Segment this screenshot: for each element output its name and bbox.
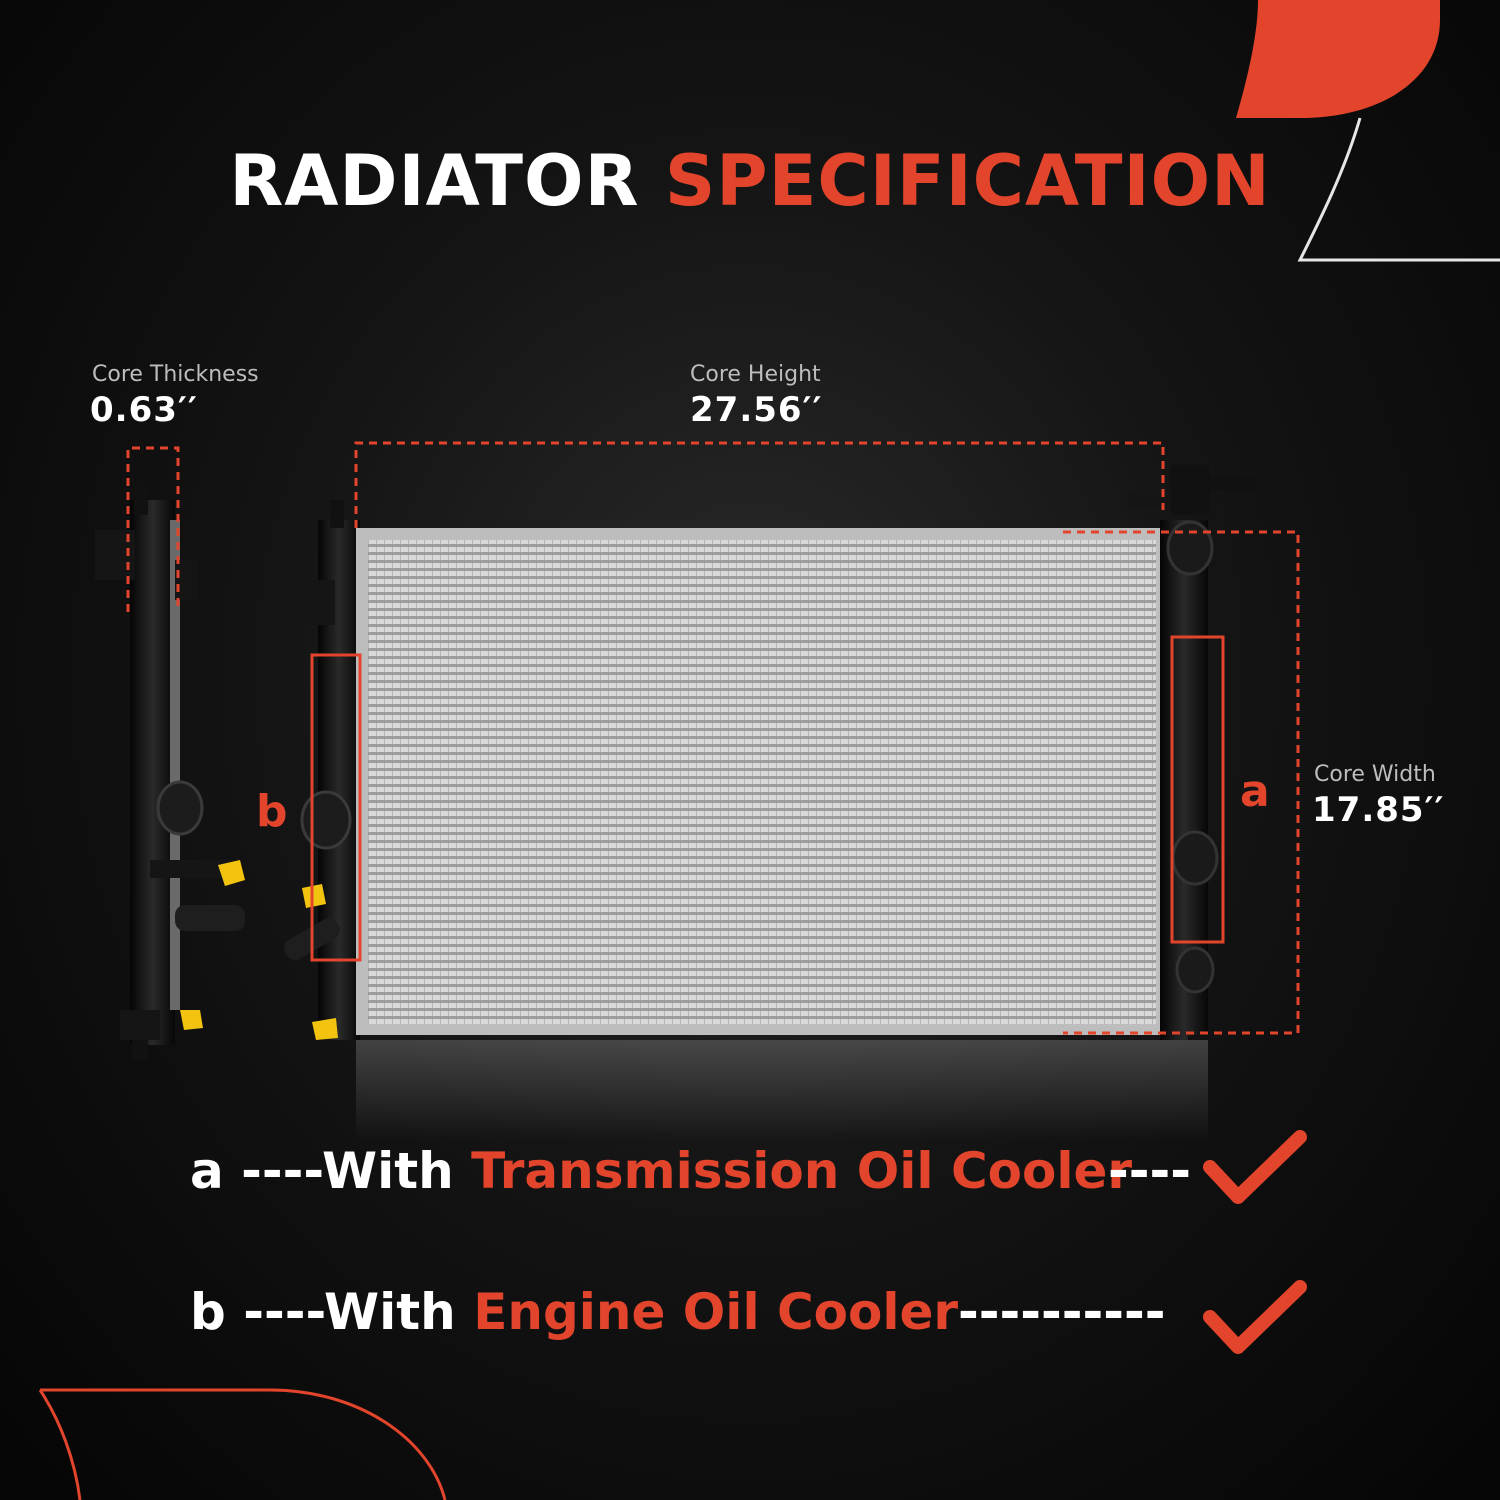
feature-key: b	[190, 1283, 226, 1341]
page-title: RADIATOR SPECIFICATION	[0, 140, 1500, 222]
feature-with: With	[321, 1142, 454, 1200]
feature-dash: ----	[241, 1142, 322, 1200]
marker-a: a	[1240, 766, 1270, 817]
dimension-guides	[126, 441, 1300, 1035]
side-view	[95, 485, 245, 1060]
core-height-value: 27.56′′	[690, 390, 823, 430]
checkmark-icon	[1203, 1280, 1307, 1354]
core-thickness-value: 0.63′′	[90, 390, 198, 430]
feature-trail-dash: ----------	[958, 1283, 1166, 1341]
checkmark-icon	[1203, 1130, 1307, 1204]
feature-key: a	[190, 1142, 224, 1200]
title-red: SPECIFICATION	[664, 140, 1271, 222]
marker-b: b	[256, 786, 288, 837]
title-white: RADIATOR	[229, 140, 640, 222]
feature-engine-cooler: b ----With Engine Oil Cooler	[190, 1283, 958, 1341]
feature-text: Engine Oil Cooler	[473, 1283, 959, 1341]
core-thickness-label: Core Thickness	[92, 362, 259, 387]
core-height-label: Core Height	[690, 362, 821, 387]
feature-trail-dash: ----	[1108, 1142, 1192, 1200]
core-width-value: 17.85′′	[1312, 790, 1445, 830]
feature-text: Transmission Oil Cooler	[471, 1142, 1133, 1200]
highlight-boxes	[310, 635, 1225, 962]
core-width-label: Core Width	[1314, 762, 1436, 787]
feature-with: With	[323, 1283, 456, 1341]
feature-dash: ----	[243, 1283, 324, 1341]
front-view	[284, 465, 1255, 1140]
feature-transmission-cooler: a ----With Transmission Oil Cooler	[190, 1142, 1132, 1200]
